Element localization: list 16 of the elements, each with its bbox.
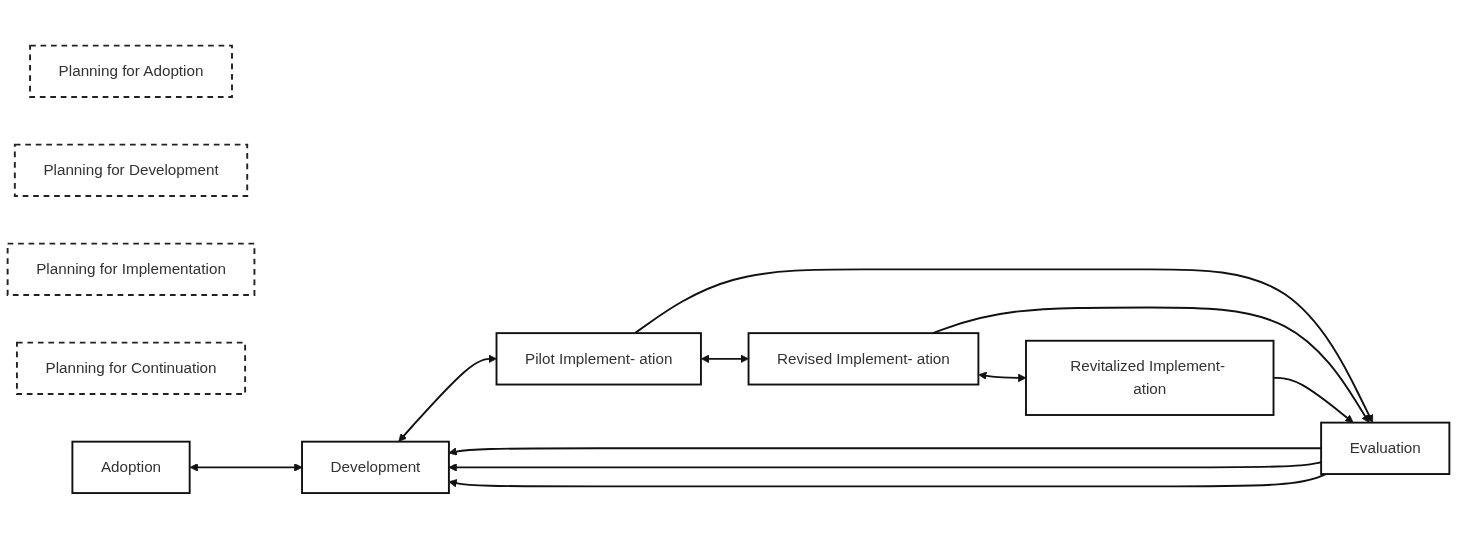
node-box: Revised Implement- ation xyxy=(747,332,980,386)
arrow xyxy=(700,354,749,364)
node-box: Planning for Adoption xyxy=(29,44,233,99)
arrow xyxy=(448,473,1327,488)
node-box: Planning for Implementation xyxy=(6,242,256,297)
arrow xyxy=(398,354,497,442)
arrow xyxy=(931,306,1370,424)
node-box: Pilot Implement- ation xyxy=(495,332,702,386)
arrow xyxy=(189,463,303,472)
node-box: Revitalized Implement- ation xyxy=(1025,339,1275,417)
node-box: Planning for Continuation xyxy=(16,341,247,396)
node-box: Evaluation xyxy=(1320,421,1451,476)
arrow xyxy=(633,268,1374,424)
node-box: Planning for Development xyxy=(13,143,249,198)
node-box: Development xyxy=(301,440,450,495)
node-box: Adoption xyxy=(71,440,191,495)
